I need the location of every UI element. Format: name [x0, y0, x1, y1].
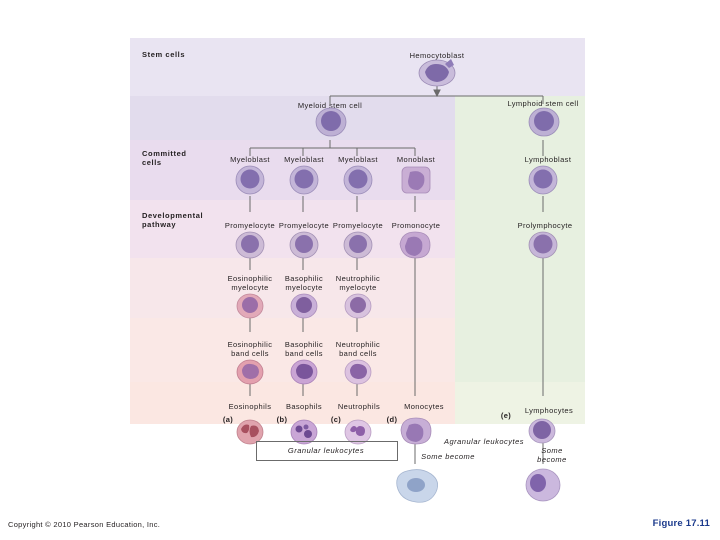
node-label-hemocytoblast: Hemocytoblast	[409, 51, 465, 60]
cell-myeloblast-1	[232, 164, 268, 196]
node-label-neutrophilic-band: Neutrophilic band cells	[335, 340, 381, 359]
cell-myeloblast-2	[286, 164, 322, 196]
copyright-text: Copyright © 2010 Pearson Education, Inc.	[8, 520, 161, 529]
node-label-basophilic-myelocyte: Basophilic myelocyte	[284, 274, 324, 293]
cell-neutrophilic-band	[342, 358, 374, 386]
node-label-promonocyte: Promonocyte	[391, 221, 441, 230]
figure-number: Figure 17.11	[652, 518, 710, 529]
cell-lymphocytes	[525, 416, 559, 446]
callout-c: (c)	[330, 415, 342, 424]
label-some-become-right: Some become	[537, 446, 567, 465]
cell-macrophage	[392, 466, 440, 504]
background-column-lymphoid-lower	[455, 382, 585, 424]
label-granular-leukocytes: Granular leukocytes	[287, 446, 365, 455]
row-label-committed-cells: Committed cells	[142, 149, 187, 168]
cell-lymphoid-stem	[525, 106, 563, 138]
node-label-lymphoid-stem-cell: Lymphoid stem cell	[507, 99, 579, 108]
node-label-monocytes: Monocytes	[404, 402, 444, 411]
cell-promyelocyte-2	[286, 230, 322, 260]
background-band-stem	[130, 38, 585, 96]
node-label-promyelocyte-1: Promyelocyte	[224, 221, 276, 230]
node-label-lymphocytes: Lymphocytes	[524, 406, 574, 415]
node-label-eosinophils: Eosinophils	[228, 402, 272, 411]
label-agranular-leukocytes: Agranular leukocytes	[443, 437, 525, 446]
callout-d: (d)	[386, 415, 398, 424]
node-label-basophils: Basophils	[285, 402, 323, 411]
cell-plasma	[522, 466, 564, 504]
cell-eosinophils	[234, 418, 266, 446]
node-label-promyelocyte-3: Promyelocyte	[332, 221, 384, 230]
node-label-myeloblast-3: Myeloblast	[338, 155, 378, 164]
cell-monoblast	[398, 164, 434, 196]
node-label-promyelocyte-2: Promyelocyte	[278, 221, 330, 230]
callout-a: (a)	[222, 415, 234, 424]
cell-promonocyte	[396, 230, 434, 260]
cell-neutrophils	[342, 418, 374, 446]
cell-prolymphocyte	[525, 230, 561, 260]
cell-hemocytoblast	[415, 58, 459, 88]
node-label-eosinophilic-myelocyte: Eosinophilic myelocyte	[227, 274, 273, 293]
cell-promyelocyte-1	[232, 230, 268, 260]
node-label-myeloid-stem-cell: Myeloid stem cell	[297, 101, 363, 110]
label-some-become-left: Some become	[421, 452, 475, 461]
background-column-lymphoid	[455, 96, 585, 424]
cell-neutrophilic-myelocyte	[342, 292, 374, 320]
row-label-stem-cells: Stem cells	[142, 50, 186, 59]
node-label-myeloblast-2: Myeloblast	[284, 155, 324, 164]
cell-monocytes	[398, 416, 434, 446]
node-label-monoblast: Monoblast	[396, 155, 436, 164]
cell-eosinophilic-band	[234, 358, 266, 386]
node-label-myeloblast-1: Myeloblast	[230, 155, 270, 164]
node-label-prolymphocyte: Prolymphocyte	[517, 221, 573, 230]
cell-promyelocyte-3	[340, 230, 376, 260]
node-label-neutrophils: Neutrophils	[337, 402, 381, 411]
cell-myeloid-stem	[312, 106, 350, 138]
node-label-neutrophilic-myelocyte: Neutrophilic myelocyte	[335, 274, 381, 293]
callout-e: (e)	[500, 411, 512, 420]
row-label-developmental-pathway: Developmental pathway	[142, 211, 204, 230]
cell-basophilic-band	[288, 358, 320, 386]
node-label-lymphoblast: Lymphoblast	[524, 155, 572, 164]
cell-myeloblast-3	[340, 164, 376, 196]
node-label-basophilic-band: Basophilic band cells	[284, 340, 324, 359]
cell-basophilic-myelocyte	[288, 292, 320, 320]
cell-basophils	[288, 418, 320, 446]
granular-leukocytes-box	[256, 441, 398, 461]
cell-eosinophilic-myelocyte	[234, 292, 266, 320]
callout-b: (b)	[276, 415, 288, 424]
node-label-eosinophilic-band: Eosinophilic band cells	[227, 340, 273, 359]
cell-lymphoblast	[525, 164, 561, 196]
